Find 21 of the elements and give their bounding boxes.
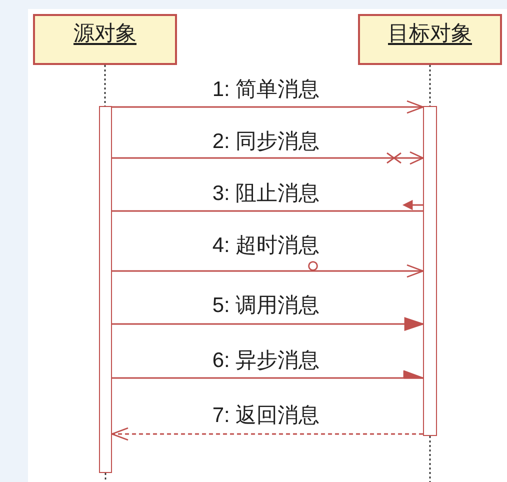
message-label: 6: 异步消息	[210, 349, 322, 373]
message-label: 3: 阻止消息	[210, 182, 322, 206]
object-box	[33, 14, 177, 65]
lifeline	[104, 65, 106, 106]
message-arrow	[111, 427, 423, 441]
object-name: 目标对象	[388, 21, 472, 47]
message-label: 4: 超时消息	[210, 234, 322, 258]
activation-bar	[99, 106, 112, 473]
lifeline	[429, 65, 431, 106]
message-label: 2: 同步消息	[210, 130, 322, 154]
message-label: 5: 调用消息	[210, 294, 322, 318]
message-label: 7: 返回消息	[210, 404, 322, 428]
lifeline	[104, 473, 106, 482]
message-arrow	[112, 370, 424, 379]
message-arrow	[112, 317, 424, 331]
lifeline	[429, 436, 431, 482]
activation-bar	[423, 106, 437, 436]
object-box	[358, 14, 502, 65]
message-arrow	[112, 100, 424, 114]
object-name: 源对象	[74, 21, 136, 47]
message-arrow	[112, 261, 423, 278]
